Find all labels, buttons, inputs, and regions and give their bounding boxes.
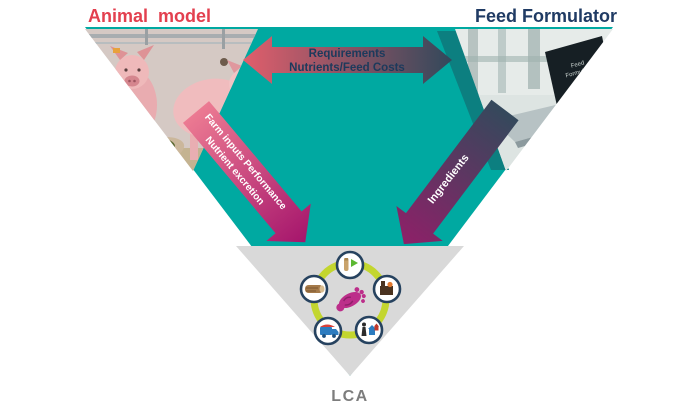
raw-materials-icon: [305, 285, 325, 293]
production-icon: [344, 258, 358, 271]
laptop-screen-text-line1: Feed: [570, 60, 585, 69]
consumption-icon: [361, 322, 379, 336]
requirements-label-line1: Requirements: [309, 48, 386, 60]
lca-gray-triangle: [236, 246, 464, 376]
requirements-arrow: Requirements Nutrients/Feed Costs: [243, 36, 452, 84]
pen-rail: [85, 34, 258, 38]
lca-stage-processing: [372, 274, 402, 304]
lca-cycle: [299, 250, 402, 346]
footprint-icon: [336, 287, 366, 312]
transport-icon: [320, 324, 339, 338]
ear-tag: [113, 48, 120, 53]
feed-formulator-title: Feed Formulator: [475, 6, 617, 26]
lca-stage-consumption: [354, 315, 384, 345]
ingredients-arrow: [396, 99, 519, 245]
lca-stage-transport: [313, 316, 343, 346]
lca-stage-production: [335, 250, 365, 280]
lca-title: LCA: [331, 388, 368, 405]
requirements-label-line2: Nutrients/Feed Costs: [289, 62, 405, 74]
processing-icon: [380, 281, 393, 295]
window-sill: [455, 56, 613, 62]
animal-model-title: Animal model: [88, 6, 211, 26]
lca-stage-raw-materials: [299, 274, 329, 304]
